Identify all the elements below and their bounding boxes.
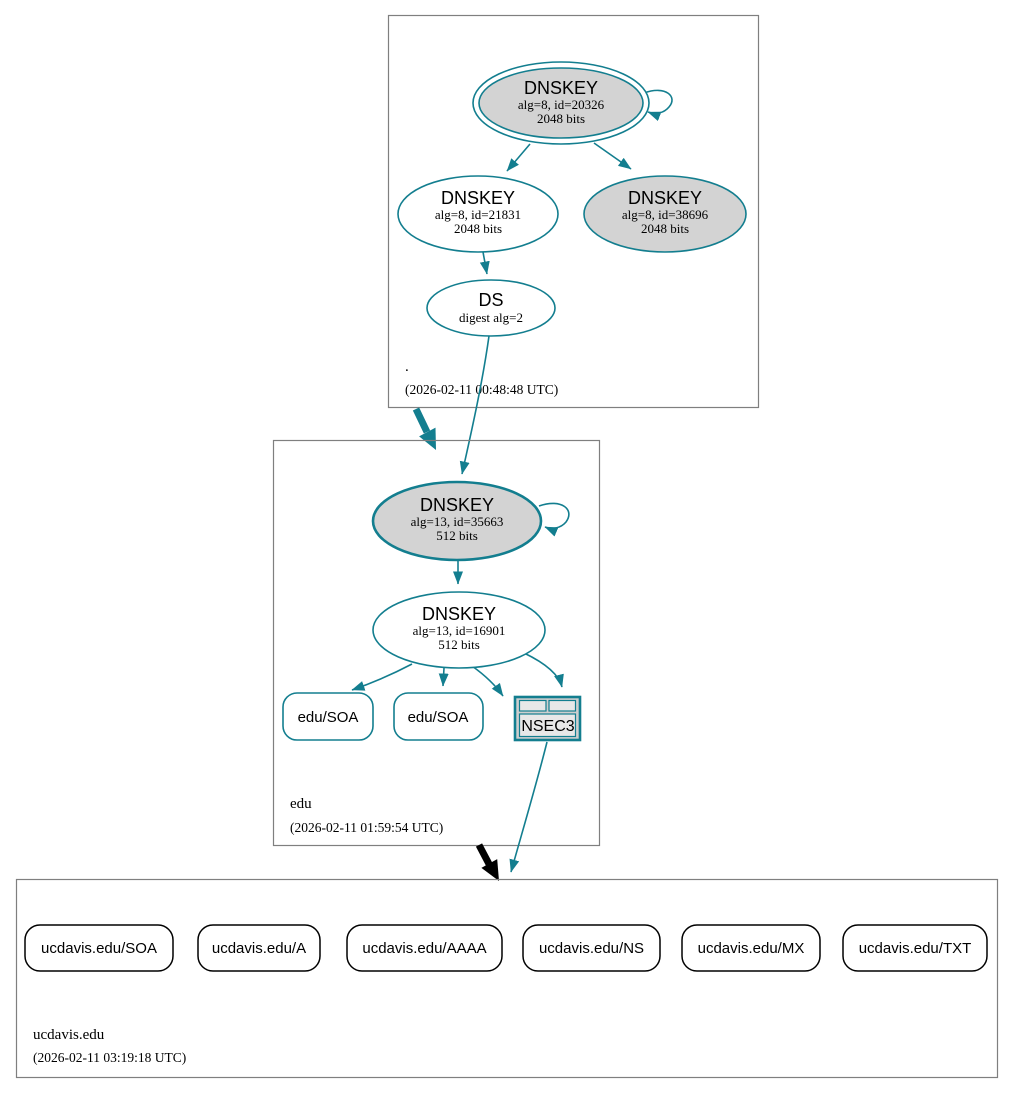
edge-delegation-root-to-edu <box>412 407 436 450</box>
node-edu-nsec3-label: NSEC3 <box>521 718 574 735</box>
zone-edu-box <box>272 439 601 847</box>
node-edu-dnskey-35663-ellipse <box>371 480 543 562</box>
node-ucdavis-txt-rect <box>842 924 988 972</box>
edge-delegation-root-to-edu-shaft <box>412 407 431 434</box>
edge-delegation-root-to-edu-arrowhead <box>419 427 436 450</box>
nsec3-cell <box>518 699 547 712</box>
zone-ucdavis-box <box>15 878 999 1079</box>
node-ucdavis-txt[interactable]: ucdavis.edu/TXT <box>842 924 988 972</box>
node-root-dnskey-20326-alg: alg=8, id=20326 <box>518 97 605 112</box>
node-root-ds[interactable]: DS digest alg=2 <box>426 279 556 337</box>
node-ucdavis-a[interactable]: ucdavis.edu/A <box>197 924 321 972</box>
edge-delegation-edu-to-ucdavis-arrowhead <box>481 859 499 881</box>
zone-root-timestamp: (2026-02-11 00:48:48 UTC) <box>405 382 558 397</box>
node-ucdavis-a-rect <box>197 924 321 972</box>
node-root-dnskey-20326-title: DNSKEY <box>524 78 598 98</box>
edge-edu-zsk-to-nsec3-left <box>471 665 504 697</box>
node-ucdavis-aaaa-rect <box>346 924 503 972</box>
node-root-dnskey-38696-alg: alg=8, id=38696 <box>622 207 709 222</box>
node-root-dnskey-21831-ellipse <box>397 175 559 253</box>
nsec3-label-cell <box>518 713 577 738</box>
node-root-dnskey-21831-bits: 2048 bits <box>454 221 502 236</box>
node-root-dnskey-38696-title: DNSKEY <box>628 188 702 208</box>
node-edu-dnskey-35663-alg: alg=13, id=35663 <box>411 514 504 529</box>
node-edu-soa-2-label: edu/SOA <box>408 709 469 726</box>
node-edu-soa-2[interactable]: edu/SOA <box>393 692 484 741</box>
node-root-dnskey-20326[interactable]: DNSKEY alg=8, id=20326 2048 bits <box>472 61 650 145</box>
edge-root-ksk-to-ksk2 <box>593 142 632 170</box>
zone-edu-timestamp: (2026-02-11 01:59:54 UTC) <box>290 820 443 835</box>
node-edu-dnskey-16901-bits: 512 bits <box>438 637 480 652</box>
node-ucdavis-ns[interactable]: ucdavis.edu/NS <box>522 924 661 972</box>
zone-ucdavis: ucdavis.edu (2026-02-11 03:19:18 UTC) uc… <box>15 878 999 1079</box>
node-root-dnskey-21831-title: DNSKEY <box>441 188 515 208</box>
node-ucdavis-ns-rect <box>522 924 661 972</box>
edge-root-ds-to-edu-ksk <box>459 335 490 475</box>
nsec3-cell <box>548 699 577 712</box>
node-ucdavis-mx-label: ucdavis.edu/MX <box>698 940 805 957</box>
node-root-dnskey-38696-bits: 2048 bits <box>641 221 689 236</box>
node-edu-dnskey-16901[interactable]: DNSKEY alg=13, id=16901 512 bits <box>372 591 546 669</box>
node-ucdavis-aaaa[interactable]: ucdavis.edu/AAAA <box>346 924 503 972</box>
node-root-dnskey-20326-bits: 2048 bits <box>537 111 585 126</box>
node-ucdavis-soa-rect <box>24 924 174 972</box>
node-edu-dnskey-16901-alg: alg=13, id=16901 <box>413 623 506 638</box>
edge-edu-zsk-to-soa2 <box>438 667 449 687</box>
node-ucdavis-mx-rect <box>681 924 821 972</box>
node-edu-soa-1-rect <box>282 692 374 741</box>
node-edu-soa-1-label: edu/SOA <box>298 709 359 726</box>
edge-root-ksk-to-zsk <box>506 143 531 172</box>
edge-edu-zsk-to-nsec3-top <box>523 652 564 688</box>
node-ucdavis-mx[interactable]: ucdavis.edu/MX <box>681 924 821 972</box>
edge-edu-ksk-selfloop <box>538 502 570 537</box>
node-ucdavis-a-label: ucdavis.edu/A <box>212 940 306 957</box>
node-ucdavis-ns-label: ucdavis.edu/NS <box>539 940 644 957</box>
node-root-ds-alg: digest alg=2 <box>459 310 523 325</box>
zone-edu: edu (2026-02-11 01:59:54 UTC) DNSKEY alg… <box>272 439 601 847</box>
edge-root-zsk-to-ds <box>479 251 490 275</box>
node-edu-soa-2-rect <box>393 692 484 741</box>
node-root-ds-ellipse <box>426 279 556 337</box>
edge-root-ksk-selfloop <box>643 89 673 122</box>
node-edu-dnskey-16901-ellipse <box>372 591 546 669</box>
edge-edu-nsec3-to-ucdavis <box>509 741 548 873</box>
zone-root-box <box>387 14 760 409</box>
node-edu-nsec3[interactable]: NSEC3 <box>513 695 582 742</box>
zone-root-label: . <box>405 359 409 375</box>
node-edu-dnskey-16901-title: DNSKEY <box>422 604 496 624</box>
node-edu-dnskey-35663-bits: 512 bits <box>436 528 478 543</box>
edge-delegation-edu-to-ucdavis-shaft <box>475 843 493 866</box>
zone-edu-label: edu <box>290 796 312 812</box>
node-ucdavis-txt-label: ucdavis.edu/TXT <box>859 940 972 957</box>
node-root-dnskey-20326-inner <box>478 67 644 139</box>
edge-delegation-edu-to-ucdavis <box>475 843 499 881</box>
node-root-dnskey-38696[interactable]: DNSKEY alg=8, id=38696 2048 bits <box>583 175 747 253</box>
node-root-dnskey-38696-ellipse <box>583 175 747 253</box>
node-edu-dnskey-35663-title: DNSKEY <box>420 495 494 515</box>
node-edu-soa-1[interactable]: edu/SOA <box>282 692 374 741</box>
edge-edu-zsk-to-soa1 <box>351 663 413 691</box>
zone-ucdavis-label: ucdavis.edu <box>33 1027 105 1043</box>
node-root-ds-title: DS <box>478 290 503 310</box>
node-ucdavis-soa[interactable]: ucdavis.edu/SOA <box>24 924 174 972</box>
zone-ucdavis-timestamp: (2026-02-11 03:19:18 UTC) <box>33 1050 186 1065</box>
zone-root: . (2026-02-11 00:48:48 UTC) DNSKEY alg=8… <box>387 14 760 409</box>
node-ucdavis-aaaa-label: ucdavis.edu/AAAA <box>362 940 486 957</box>
node-root-dnskey-21831-alg: alg=8, id=21831 <box>435 207 521 222</box>
node-root-dnskey-21831[interactable]: DNSKEY alg=8, id=21831 2048 bits <box>397 175 559 253</box>
node-edu-dnskey-35663[interactable]: DNSKEY alg=13, id=35663 512 bits <box>371 480 543 562</box>
node-ucdavis-soa-label: ucdavis.edu/SOA <box>41 940 157 957</box>
